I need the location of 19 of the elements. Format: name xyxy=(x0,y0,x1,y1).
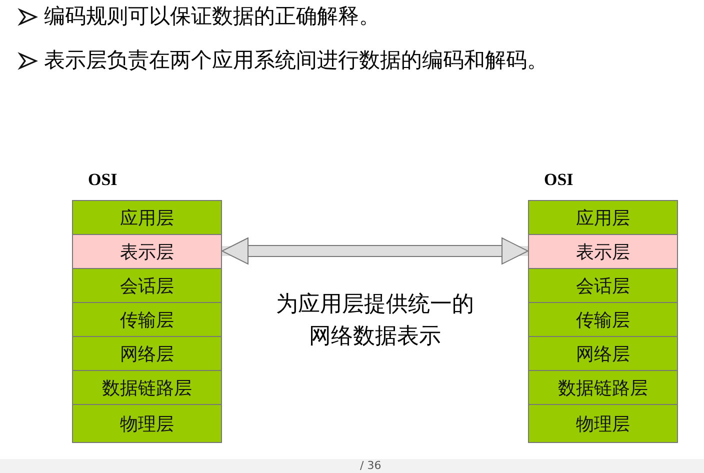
layer-box: 传输层 xyxy=(528,302,678,337)
layer-box: 传输层 xyxy=(72,302,222,337)
layer-box: 会话层 xyxy=(528,268,678,303)
layer-box: 会话层 xyxy=(72,268,222,303)
stack-heading: OSI xyxy=(544,170,574,190)
layer-box: 表示层 xyxy=(72,234,222,269)
layer-box: 应用层 xyxy=(528,200,678,235)
layer-box: 数据链路层 xyxy=(528,370,678,405)
layer-box: 网络层 xyxy=(72,336,222,371)
layer-box: 物理层 xyxy=(72,404,222,443)
layer-box: 表示层 xyxy=(528,234,678,269)
stack-heading: OSI xyxy=(88,170,118,190)
bullet-text: 表示层负责在两个应用系统间进行数据的编码和解码。 xyxy=(44,47,548,74)
layer-box: 物理层 xyxy=(528,404,678,443)
layer-box: 数据链路层 xyxy=(72,370,222,405)
bullet-text: 编码规则可以保证数据的正确解释。 xyxy=(44,3,380,30)
page-number: / 36 xyxy=(360,459,382,473)
layer-box: 应用层 xyxy=(72,200,222,235)
layer-box: 网络层 xyxy=(528,336,678,371)
